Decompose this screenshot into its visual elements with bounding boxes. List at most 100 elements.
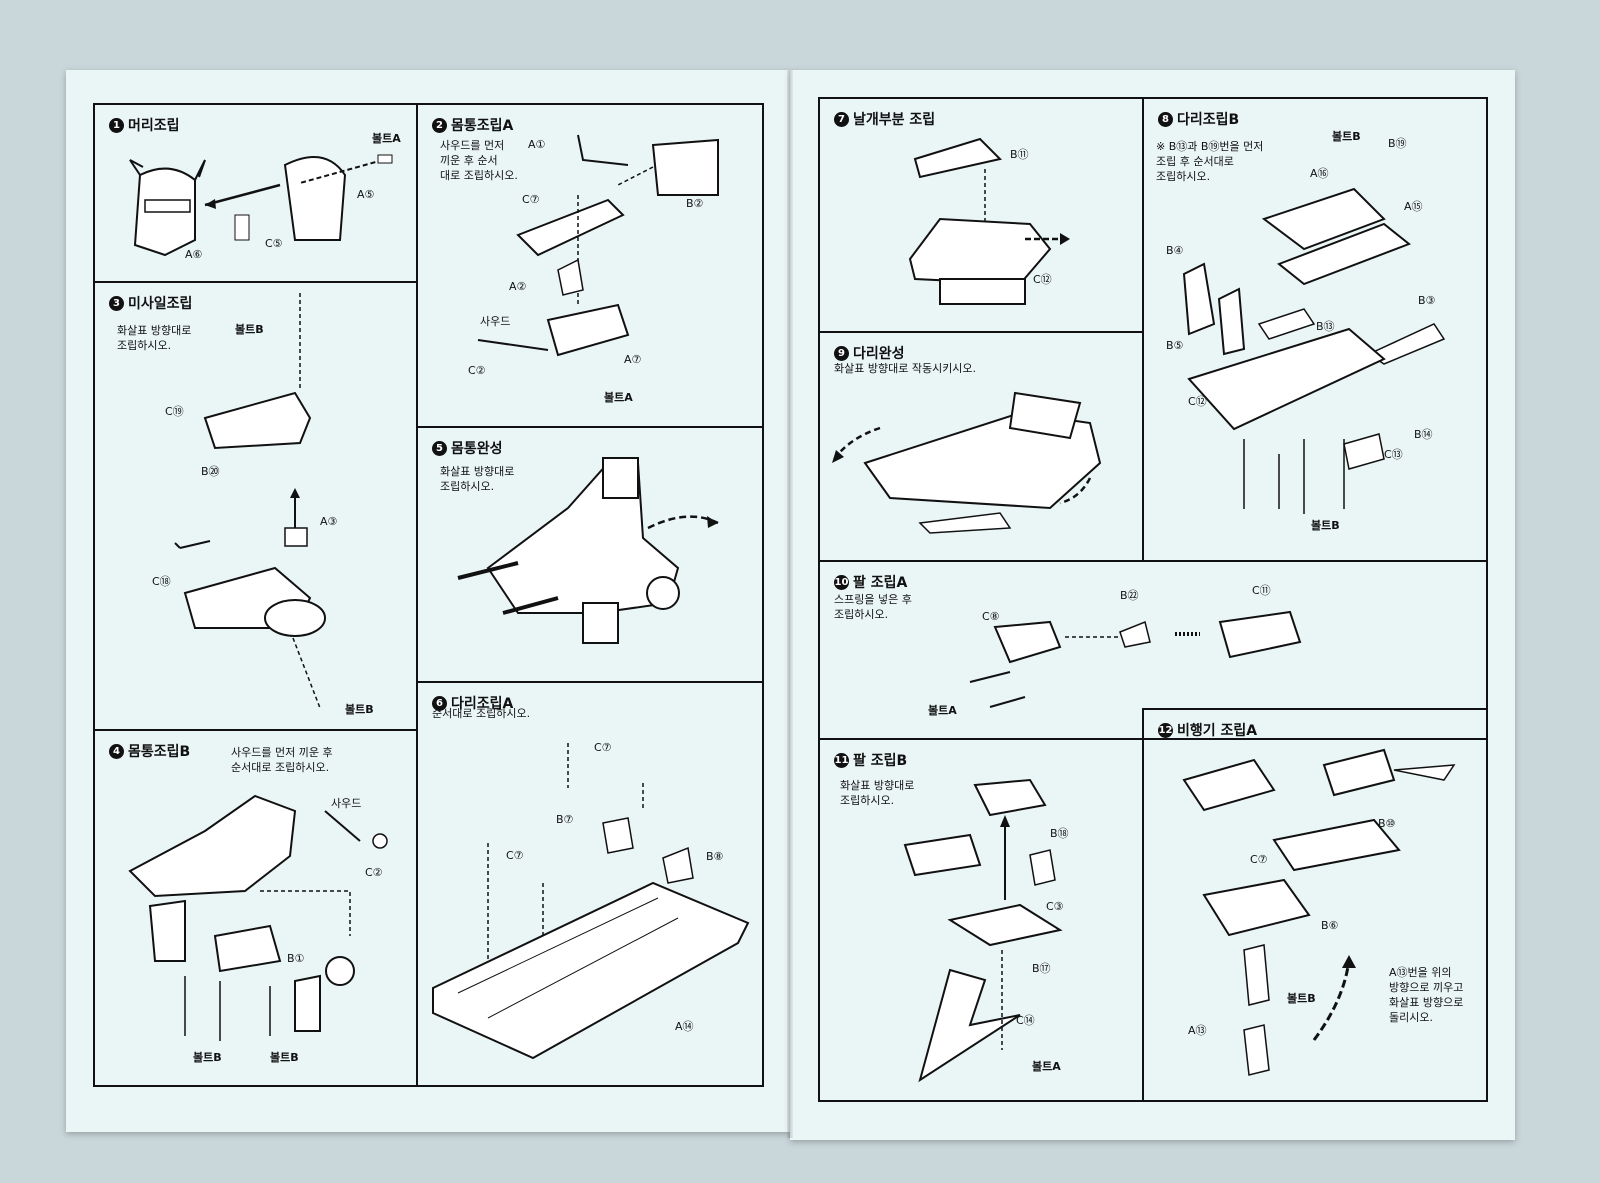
step-10-number: 10: [834, 574, 849, 590]
step-10-title-text: 팔 조립A: [853, 575, 908, 591]
step-3-part-bolt-b: 볼트B: [235, 323, 264, 336]
step-3-number: 3: [109, 295, 124, 311]
step-12-note: A⑬번을 위의 방향으로 끼우고 화살표 방향으로 돌리시오.: [1389, 966, 1464, 1024]
step-2-part-b2: B②: [686, 197, 704, 210]
step-8-note: ※ B⑬과 B⑲번을 먼저 조립 후 순서대로 조립하시오.: [1156, 140, 1264, 183]
step-8-part-b13: B⑬: [1316, 320, 1335, 333]
step-2-part-saud: 사우드: [480, 315, 511, 328]
step-1-part-c5: C⑤: [265, 237, 283, 250]
step-6-part-c7-1: C⑦: [594, 741, 612, 754]
step-2-number: 2: [432, 117, 447, 133]
step-1-part-bolt-a: 볼트A: [372, 132, 401, 145]
step-11-part-b18: B⑱: [1050, 827, 1069, 840]
step-6-diagram: [418, 683, 766, 1089]
step-8-part-b5: B⑤: [1166, 339, 1184, 352]
step-7-part-b11: B⑪: [1010, 148, 1029, 161]
step-8-part-b14: B⑭: [1414, 428, 1433, 441]
step-8-part-a15: A⑮: [1404, 200, 1423, 213]
step-4-part-bolt-b-2: 볼트B: [270, 1051, 299, 1064]
step-8-part-c12: C⑫: [1188, 395, 1207, 408]
step-4-title-text: 몸통조립B: [128, 744, 191, 760]
step-11-number: 11: [834, 752, 849, 768]
step-10-diagram: [820, 562, 1490, 742]
step-6-part-c7-2: C⑦: [506, 849, 524, 862]
step-2-part-a2: A②: [509, 280, 527, 293]
step-3-note: 화살표 방향대로 조립하시오.: [117, 324, 192, 352]
step-11-title-text: 팔 조립B: [853, 753, 908, 769]
step-8-part-c13: C⑬: [1384, 448, 1403, 461]
step-7-title-text: 날개부분 조립: [853, 112, 936, 128]
step-12-diagram: [1144, 710, 1490, 1104]
step-1-number: 1: [109, 117, 124, 133]
step-7-part-c12: C⑫: [1033, 273, 1052, 286]
step-9-note: 화살표 방향대로 작동시키시오.: [834, 362, 977, 375]
step-10-note: 스프링을 넣은 후 조립하시오.: [834, 593, 912, 621]
step-8-part-b19: B⑲: [1388, 137, 1407, 150]
step-12-number: 12: [1158, 722, 1173, 738]
step-8-number: 8: [1158, 111, 1173, 127]
step-8-part-b3: B③: [1418, 294, 1436, 307]
step-4-number: 4: [109, 743, 124, 759]
step-7-diagram: [820, 99, 1070, 335]
step-5-title-text: 몸통완성: [451, 441, 503, 457]
step-9-diagram: [832, 333, 1146, 564]
step-4-part-saud: 사우드: [331, 797, 362, 810]
step-5-diagram: [418, 428, 766, 685]
step-1-title-text: 머리조립: [128, 118, 180, 134]
step-5-number: 5: [432, 440, 447, 456]
step-6-part-b7: B⑦: [556, 813, 574, 826]
step-3-diagram: [95, 283, 420, 733]
step-5-note: 화살표 방향대로 조립하시오.: [440, 465, 515, 493]
step-6-note: 순서대로 조립하시오.: [432, 707, 531, 720]
step-2-part-a7: A⑦: [624, 353, 642, 366]
step-8-part-bolt-b: 볼트B: [1332, 130, 1361, 143]
step-12-part-bolt-b: 볼트B: [1287, 992, 1316, 1005]
step-12-title-text: 비행기 조립A: [1177, 723, 1258, 739]
step-6-number: 6: [432, 695, 447, 711]
step-12-part-b6: B⑥: [1321, 919, 1339, 932]
step-3-part-b20: B⑳: [201, 465, 220, 478]
step-8-part-a16: A⑯: [1310, 167, 1329, 180]
step-11-part-b17: B⑰: [1032, 962, 1051, 975]
step-9-title-text: 다리완성: [853, 346, 905, 362]
page-gutter: [787, 70, 793, 1138]
step-2-part-bolt-a: 볼트A: [604, 391, 633, 404]
step-11-part-c14: C⑭: [1016, 1014, 1035, 1027]
step-12-part-c7: C⑦: [1250, 853, 1268, 866]
step-8-part-b4: B④: [1166, 244, 1184, 257]
step-4-part-bolt-b-1: 볼트B: [193, 1051, 222, 1064]
step-2-title-text: 몸통조립A: [451, 118, 514, 134]
step-12-part-a13: A⑬: [1188, 1024, 1207, 1037]
step-3-part-c18: C⑱: [152, 575, 171, 588]
step-2-part-a1: A①: [528, 138, 546, 151]
step-6-part-a14: A⑭: [675, 1020, 694, 1033]
step-1-part-a5: A⑤: [357, 188, 375, 201]
step-6-title-text: 다리조립A: [451, 696, 514, 712]
step-4-part-b1: B①: [287, 952, 305, 965]
step-8-part-bolt-b-2: 볼트B: [1311, 519, 1340, 532]
step-11-diagram: [820, 740, 1146, 1104]
step-2-part-c7: C⑦: [522, 193, 540, 206]
